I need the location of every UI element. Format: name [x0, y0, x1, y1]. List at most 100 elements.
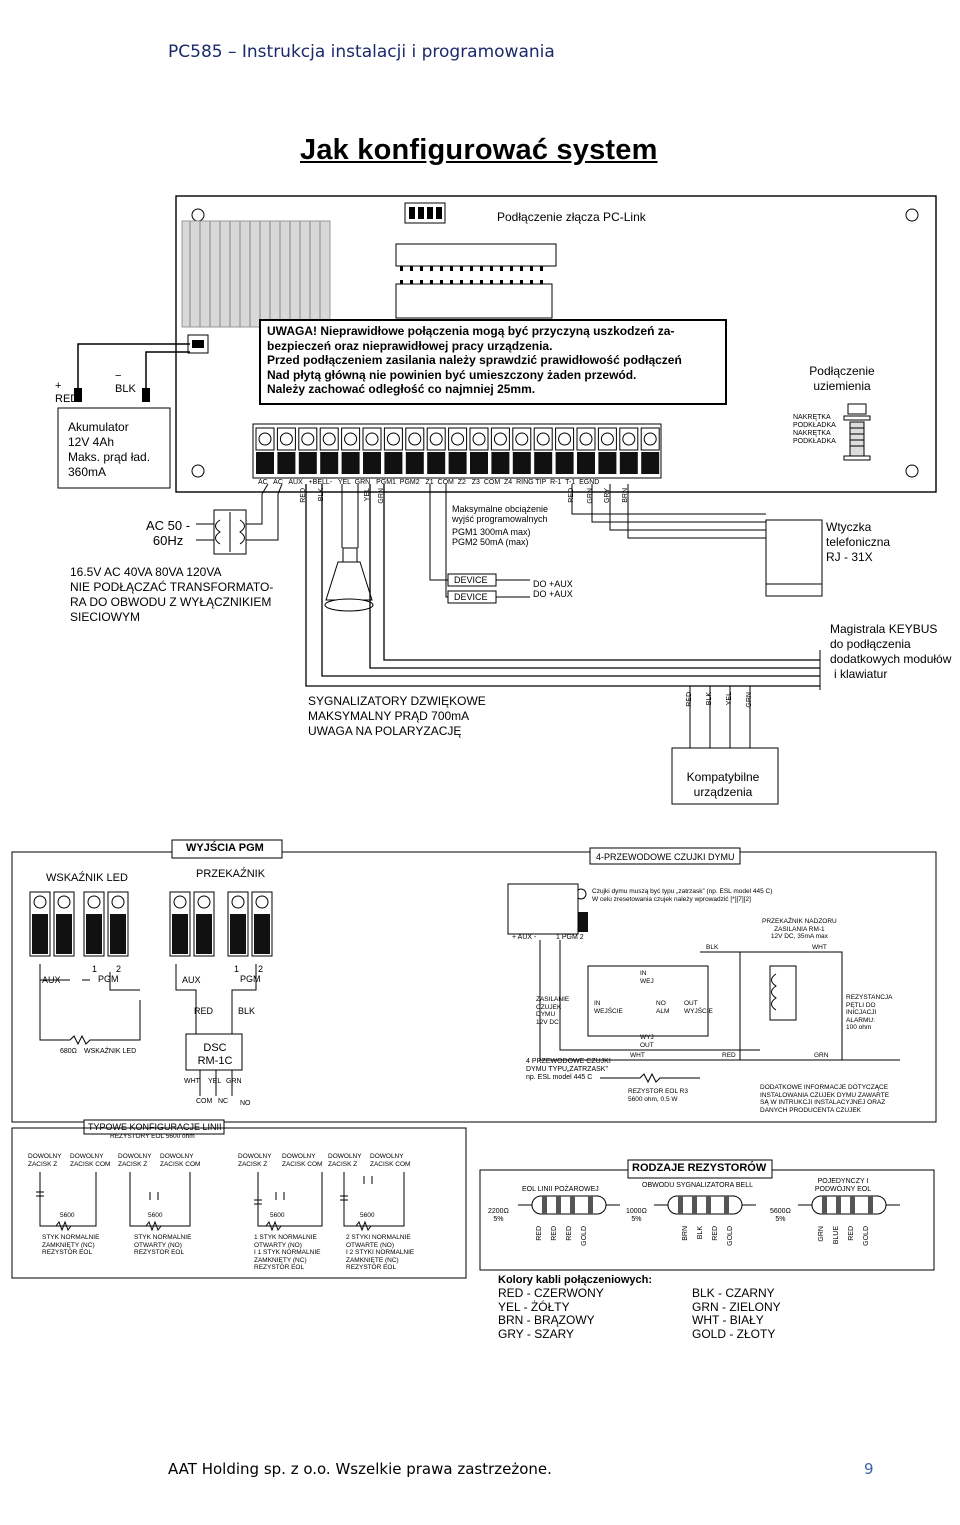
band-color-label: RED: [566, 1226, 573, 1241]
do-aux-1: DO +AUX: [533, 579, 573, 589]
warning-line: UWAGA! Nieprawidłowe połączenia mogą być…: [267, 324, 675, 338]
warning-line: Nad płytą główną nie powinien być umiesz…: [267, 367, 637, 382]
wire-grn: GRN: [378, 488, 385, 504]
smoke-red: RED: [722, 1052, 736, 1059]
wire-red: RED: [568, 488, 575, 503]
smoke-aux-terms: + AUX -: [512, 934, 537, 941]
resistor-value: 5600: [148, 1212, 163, 1219]
footer-company: AAT Holding sp. z o.o. Wszelkie prawa za…: [168, 1460, 552, 1478]
band-color-label: RED: [551, 1226, 558, 1241]
device-1: DEVICE: [454, 575, 488, 585]
band-color-label: RED: [848, 1226, 855, 1241]
wire-grn: GRN: [587, 488, 594, 504]
smoke-wht-2: WHT: [630, 1052, 645, 1059]
device-2: DEVICE: [454, 592, 488, 602]
terminal-labels: AC AC AUX +BELL- YEL GRN PGM1 PGM2 Z1 CO…: [258, 479, 600, 486]
wire-red: RED: [300, 488, 307, 503]
smoke-note: Czujki dymu muszą być typu „zatrzask” (n…: [592, 888, 773, 903]
resistor-types-title: RODZAJE REZYSTORÓW: [632, 1162, 767, 1174]
relay-no: NO: [240, 1100, 251, 1107]
band-color-label: GOLD: [581, 1226, 588, 1246]
wire-blk: BLK: [318, 488, 325, 502]
pclink-label: Podłączenie złącza PC-Link: [497, 210, 646, 224]
keybus-wire-grn: GRN: [746, 692, 753, 708]
battery-red-label: +RED: [55, 380, 79, 405]
pgm-1: 1: [92, 964, 98, 974]
pgm-outputs-title: WYJŚCIA PGM: [186, 842, 264, 854]
relay-nc: NC: [218, 1098, 229, 1105]
smoke-pgm-terms: 1 PGM 2: [556, 934, 584, 941]
keybus-wire-blk: BLK: [706, 692, 713, 706]
relay-com: COM: [196, 1098, 213, 1105]
band-color-label: RED: [712, 1226, 719, 1241]
smoke-detectors-title: 4-PRZEWODOWE CZUJKI DYMU: [596, 852, 735, 862]
res-group-name: POJEDYNCZY I PODWÓJNY EOL: [814, 1178, 872, 1193]
keybus-wire-yel: YEL: [726, 692, 733, 706]
footer-page-number: 9: [864, 1460, 874, 1478]
band-color-label: BLK: [697, 1226, 704, 1240]
wire-brn: BRN: [622, 488, 629, 503]
band-color-label: GOLD: [863, 1226, 870, 1246]
band-color-label: BRN: [682, 1226, 689, 1241]
page-header: PC585 – Instrukcja instalacji i programo…: [168, 42, 555, 62]
smoke-blk: BLK: [706, 944, 719, 951]
res-group-name: OBWODU SYGNALIZATORA BELL: [642, 1182, 753, 1189]
pgm-1: 1: [234, 964, 240, 974]
aux-label: AUX: [42, 975, 61, 985]
warning-line: Należy zachować odległość co najmniej 25…: [267, 382, 536, 396]
resistor-680: 680Ω: [60, 1048, 77, 1055]
warning-line: bezpieczeń oraz nieprawidłowej pracy urz…: [267, 338, 553, 353]
relay-grn: GRN: [226, 1078, 242, 1085]
relay-title: PRZEKAŹNIK: [196, 868, 266, 880]
relay-wht: WHT: [184, 1078, 200, 1085]
relay-red: RED: [194, 1006, 214, 1016]
warning-box: UWAGA! Nieprawidłowe połączenia mogą być…: [259, 319, 727, 405]
wire-yel: YEL: [364, 488, 371, 502]
resistor-value: 5600: [360, 1212, 375, 1219]
pgm-label: PGM: [98, 974, 119, 984]
typical-configs-title: TYPOWE KONFIGURACJE LINII: [88, 1122, 222, 1132]
resistor-value: 5600: [270, 1212, 285, 1219]
band-color-label: GOLD: [727, 1226, 734, 1246]
ac-label: AC 50 -60Hz: [146, 518, 191, 548]
led-indicator-title: WSKAŹNIK LED: [46, 872, 128, 884]
keybus-wire-red: RED: [686, 692, 693, 707]
do-aux-2: DO +AUX: [533, 589, 573, 599]
band-color-label: BLUE: [833, 1226, 840, 1245]
band-color-label: RED: [536, 1226, 543, 1241]
wire-gry: GRY: [604, 488, 611, 504]
resistor-value: 5600: [60, 1212, 75, 1219]
page-title: Jak konfigurować system: [300, 134, 658, 166]
band-color-label: GRN: [818, 1226, 825, 1242]
pgm-2: 2: [116, 964, 122, 974]
smoke-wht: WHT: [812, 944, 827, 951]
